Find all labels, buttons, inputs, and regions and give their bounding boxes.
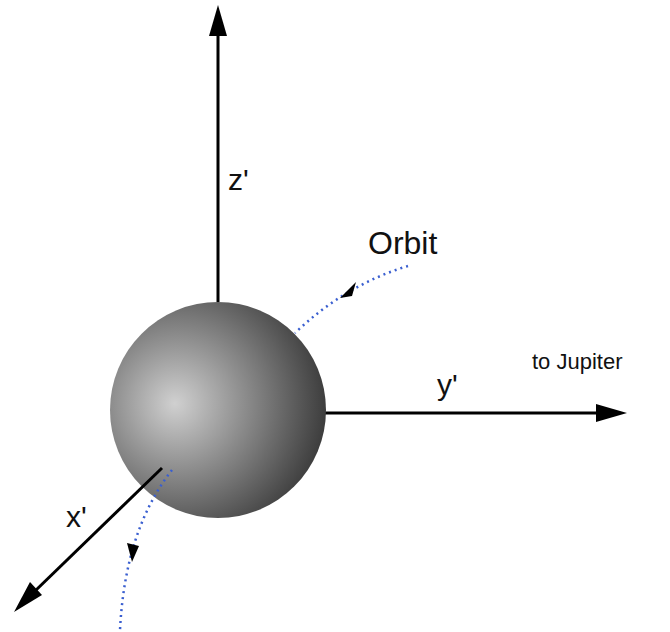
z-arrowhead bbox=[209, 5, 227, 36]
orbit-path bbox=[120, 470, 172, 630]
y-axis bbox=[322, 412, 600, 415]
axis-label: z' bbox=[228, 163, 249, 196]
y-arrowhead bbox=[596, 404, 627, 422]
orbit-path bbox=[295, 266, 408, 333]
axis-label: x' bbox=[66, 500, 87, 533]
orbit-arrowhead bbox=[340, 282, 356, 298]
x-arrowhead bbox=[14, 582, 42, 612]
z-axis bbox=[217, 30, 220, 302]
orbit-arrowhead bbox=[127, 543, 139, 562]
axis-label: y' bbox=[437, 368, 458, 401]
x-axis bbox=[34, 468, 162, 592]
orbit-label: Orbit bbox=[368, 226, 437, 261]
direction-label: to Jupiter bbox=[532, 350, 623, 374]
